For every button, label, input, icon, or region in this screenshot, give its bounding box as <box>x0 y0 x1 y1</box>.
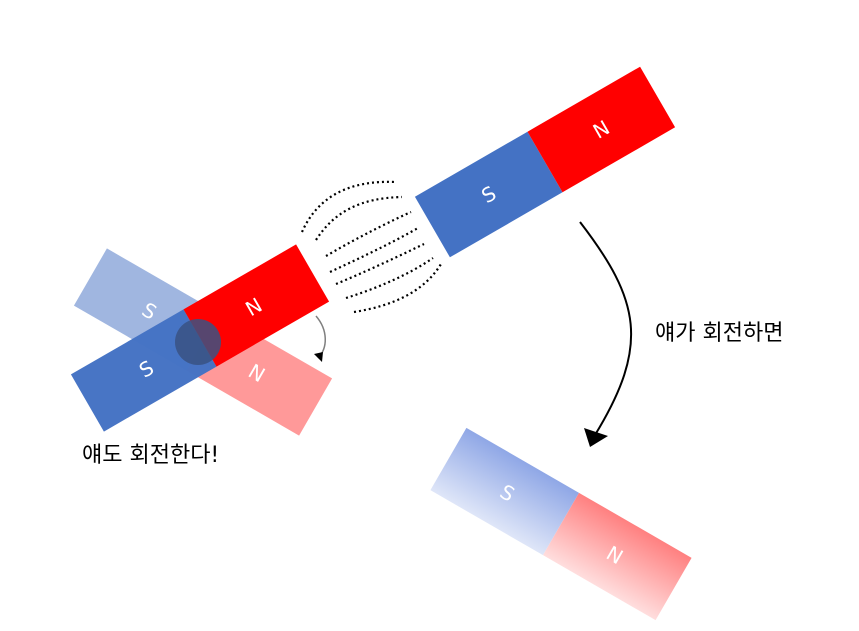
field-line <box>335 243 425 286</box>
field-line <box>345 257 434 300</box>
field-line <box>325 210 412 257</box>
small-rotation-arrow <box>315 315 326 359</box>
magnet-bottom-right: S N <box>430 427 692 621</box>
magnet-bottom-right-n-pole <box>543 492 692 621</box>
magnet-top-right-s-pole <box>414 131 563 258</box>
field-lines <box>300 180 442 314</box>
rotation-arrowhead <box>584 428 608 447</box>
rotation-arrow <box>579 221 633 436</box>
small-rotation-arrowhead <box>314 352 323 362</box>
magnet-bottom-right-s-pole <box>430 427 579 556</box>
pivot-circle <box>175 319 221 365</box>
magnet-top-right-n-pole <box>527 66 676 193</box>
caption-also-rotates: 얘도 회전한다! <box>82 443 219 468</box>
magnet-top-right: S N <box>414 66 676 258</box>
field-line <box>353 263 442 314</box>
field-line <box>315 195 403 241</box>
field-line <box>329 227 419 273</box>
caption-rotate-if: 얘가 회전하면 <box>655 321 783 346</box>
field-line <box>300 180 397 233</box>
